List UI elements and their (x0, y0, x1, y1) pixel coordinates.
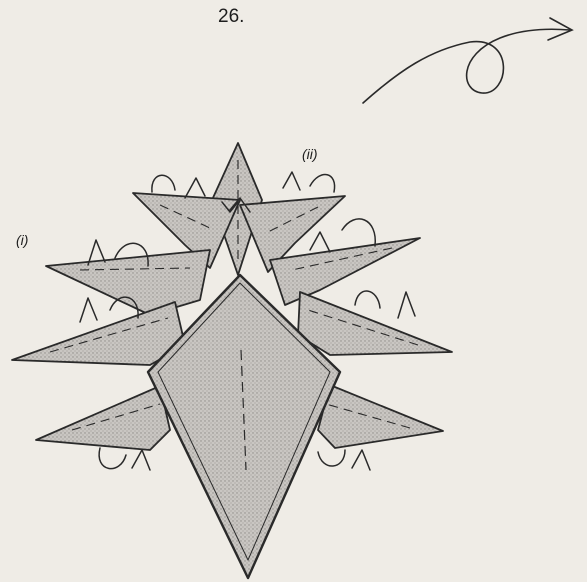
fold-behind-arrow-icon (355, 291, 415, 318)
flap-bottom-right (318, 385, 443, 448)
flap-lower-left (12, 302, 185, 365)
flap-bottom-left (36, 386, 170, 450)
turn-over-arrow-icon (363, 18, 572, 103)
fold-behind-arrow-icon (283, 172, 335, 192)
fold-behind-arrow-icon (318, 450, 370, 470)
flap-middle-right (270, 238, 420, 305)
flap-middle-left (46, 250, 210, 315)
flap-lower-right (298, 292, 452, 355)
fold-behind-arrow-icon (99, 448, 150, 470)
